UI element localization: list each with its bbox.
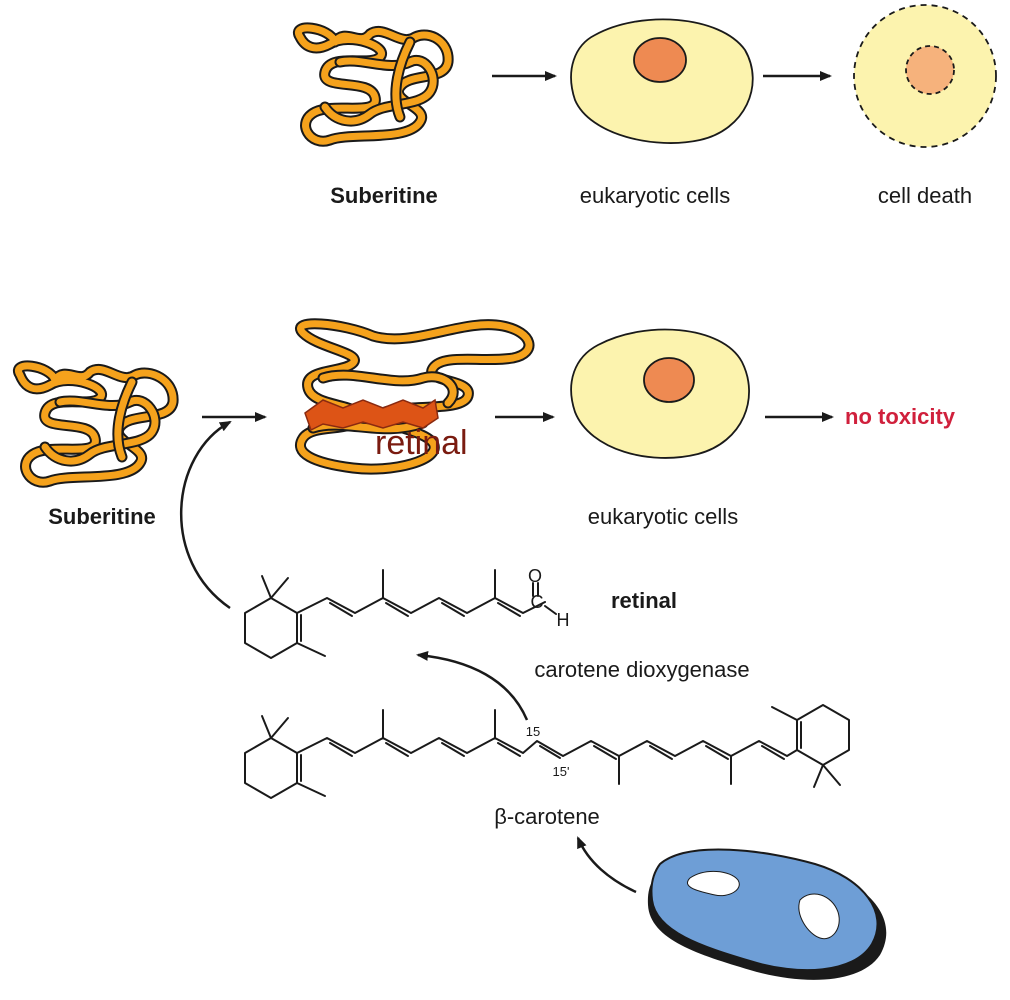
protein-coil-strand [294, 24, 452, 145]
protein-coil-strand [392, 38, 414, 121]
cleavage-arrow [416, 650, 529, 721]
beta-carotene-label: β-carotene [494, 804, 600, 829]
organism-to-carotene-arrow [576, 836, 637, 894]
dying-cell-nucleus [905, 45, 955, 95]
retinal-atom-h: H [557, 610, 570, 630]
protein-coil-strand [319, 371, 457, 407]
organism-vacuole-2 [798, 893, 840, 940]
middle-cell-nucleus [643, 357, 695, 403]
middle-eukaryotic-cell [570, 328, 750, 459]
middle-suberitine-label: Suberitine [48, 504, 156, 529]
protein-coil-strand [321, 56, 437, 125]
protein-coil-strand [309, 419, 427, 433]
top-cell-nucleus [633, 37, 687, 83]
position-15-prime-label: 15' [553, 764, 570, 779]
middle-suberitine-protein [12, 360, 179, 488]
top-cells-label: eukaryotic cells [580, 183, 730, 208]
suberitine-retinal-complex: retinal [295, 318, 535, 475]
protein-coil-strand [41, 396, 159, 465]
middle-cells-label: eukaryotic cells [588, 504, 738, 529]
position-15-label: 15 [526, 724, 540, 739]
retinal-structure: O C H [244, 566, 570, 659]
retinal-atom-o: O [528, 566, 542, 586]
top-dying-cell [853, 4, 997, 148]
retinal-name-label: retinal [611, 588, 677, 613]
top-suberitine-label: Suberitine [330, 183, 438, 208]
carotene-dioxygenase-label: carotene dioxygenase [534, 657, 749, 682]
retinal-ligand-shape [304, 398, 439, 432]
organism-vacuole-1 [687, 871, 740, 897]
top-suberitine-protein [292, 22, 454, 147]
symbiont-organism [647, 848, 887, 980]
cell-death-label: cell death [878, 183, 972, 208]
bound-retinal-label: retinal [375, 424, 468, 462]
beta-carotene-structure: 15 15' [244, 704, 850, 799]
top-eukaryotic-cell [570, 18, 754, 144]
protein-coil-strand [114, 378, 136, 461]
no-toxicity-label: no toxicity [845, 404, 956, 429]
retinal-atom-c: C [531, 592, 544, 612]
retinal-to-complex-arrow [179, 420, 232, 610]
